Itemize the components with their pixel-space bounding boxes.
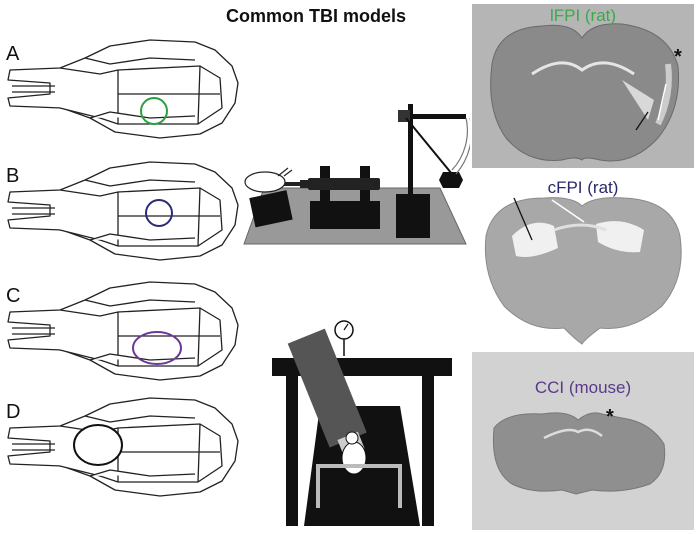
rat-icon bbox=[244, 171, 286, 193]
skull-diagram-d bbox=[7, 397, 239, 497]
panel-label-c: C bbox=[6, 285, 21, 307]
mouse-icon bbox=[341, 441, 367, 475]
brain-image-cci: CCI (mouse) * bbox=[472, 352, 694, 530]
panel-label-d: D bbox=[6, 401, 21, 423]
craniotomy-ellipse-d bbox=[73, 424, 123, 466]
craniotomy-circle-a bbox=[140, 97, 168, 125]
brain-image-lfpi: lFPI (rat) * bbox=[472, 4, 694, 168]
panel-label-a: A bbox=[6, 43, 20, 65]
injury-marker-cci: * bbox=[606, 406, 614, 428]
injury-marker-lfpi: * bbox=[674, 46, 682, 68]
brain-label-cci: CCI (mouse) bbox=[534, 378, 632, 397]
brain-image-cfpi: cFPI (rat) bbox=[472, 176, 694, 346]
brain-label-lfpi: lFPI (rat) bbox=[549, 6, 617, 25]
craniotomy-ellipse-c bbox=[132, 331, 182, 365]
figure-title: Common TBI models bbox=[226, 6, 407, 26]
skull-diagram-a bbox=[7, 39, 239, 139]
skull-diagram-c bbox=[7, 281, 239, 381]
brain-label-cfpi: cFPI (rat) bbox=[547, 178, 619, 197]
skull-diagram-b bbox=[7, 161, 239, 261]
fluid-percussion-device bbox=[243, 104, 470, 245]
cortical-impact-device bbox=[272, 320, 452, 526]
panel-label-b: B bbox=[6, 165, 20, 187]
craniotomy-circle-b bbox=[145, 199, 173, 227]
